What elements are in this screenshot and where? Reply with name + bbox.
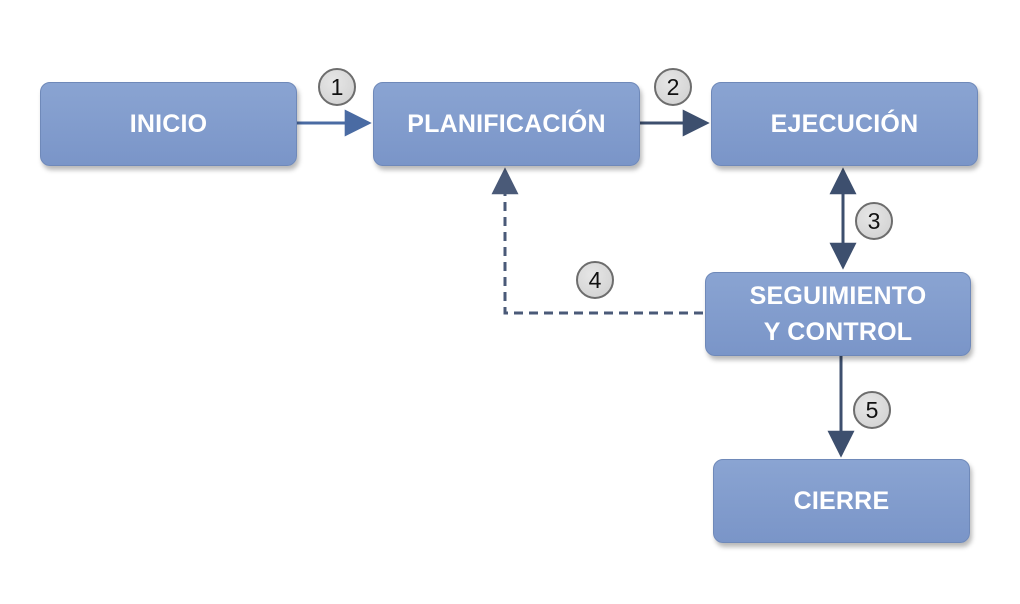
step-badge-5: 5 (853, 391, 891, 429)
step-badge-4: 4 (576, 261, 614, 299)
node-inicio-label: INICIO (129, 109, 208, 138)
step-badge-2: 2 (654, 68, 692, 106)
node-cierre-label: CIERRE (793, 486, 890, 515)
node-seguimiento-y-control: SEGUIMIENTO Y CONTROL (705, 272, 971, 356)
node-planificacion-label: PLANIFICACIÓN (407, 109, 606, 138)
node-inicio: INICIO (40, 82, 297, 166)
step-badge-3: 3 (855, 202, 893, 240)
node-planificacion: PLANIFICACIÓN (373, 82, 640, 166)
step-badge-1: 1 (318, 68, 356, 106)
node-ejecucion: EJECUCIÓN (711, 82, 978, 166)
node-ejecucion-label: EJECUCIÓN (770, 109, 919, 138)
node-cierre: CIERRE (713, 459, 970, 543)
arrow-seguimiento-to-planificacion (491, 167, 703, 315)
node-seguimiento-label: SEGUIMIENTO Y CONTROL (749, 281, 927, 346)
